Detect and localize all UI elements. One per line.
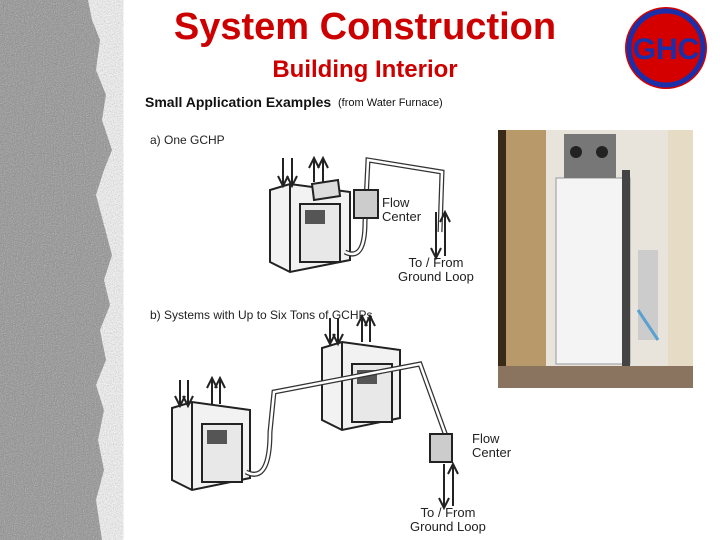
logo-text: GHC	[633, 33, 700, 66]
heat-pump-unit-b2	[321, 340, 401, 432]
flow-center-label-b: Flow Center	[472, 431, 512, 460]
heat-pump-unit-a	[269, 178, 351, 274]
heat-pump-unit-b1	[171, 400, 251, 492]
ground-loop-label-a: To / From Ground Loop	[398, 255, 474, 284]
gchp-diagram	[171, 155, 459, 511]
ghc-logo: GHC	[625, 7, 707, 89]
slide-subtitle: Building Interior	[272, 56, 458, 83]
installed-system-photo	[498, 130, 693, 388]
slide-title: System Construction	[173, 6, 557, 48]
supply-arrows-a	[277, 155, 329, 189]
diagram-source: (from Water Furnace)	[338, 97, 443, 109]
part-a-label: a) One GCHP	[150, 133, 225, 147]
ground-loop-label-b: To / From Ground Loop	[410, 505, 486, 534]
granite-border	[0, 0, 112, 540]
part-b-label: b) Systems with Up to Six Tons of GCHPs	[150, 308, 373, 322]
flow-center-label-a: Flow Center	[382, 195, 422, 224]
diagram-heading: Small Application Examples	[145, 94, 332, 110]
